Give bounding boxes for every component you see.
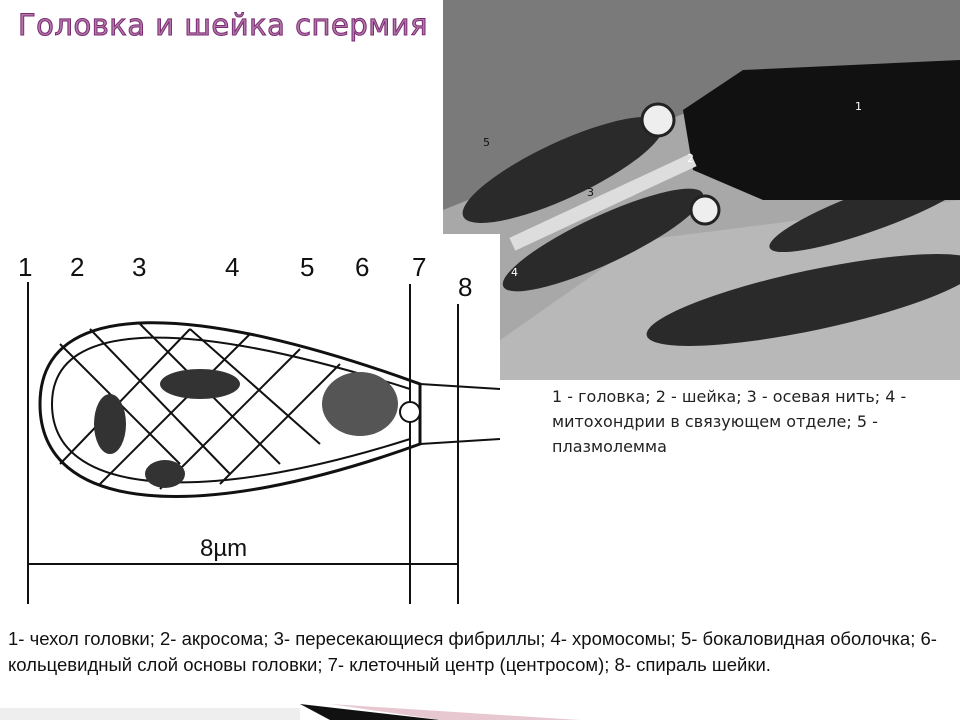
diagram-label-7: 7 — [412, 252, 426, 282]
diagram-label-6: 6 — [355, 252, 369, 282]
micro-label-1: 1 — [855, 100, 862, 113]
diagram-label-4: 4 — [225, 252, 239, 282]
micro-label-2: 2 — [687, 152, 694, 165]
diagram-label-2: 2 — [70, 252, 84, 282]
micro-label-5: 5 — [483, 136, 490, 149]
diagram-label-1: 1 — [18, 252, 32, 282]
micrograph-caption: 1 - головка; 2 - шейка; 3 - осевая нить;… — [552, 387, 907, 456]
micro-label-4: 4 — [511, 266, 518, 279]
diagram-caption: 1- чехол головки; 2- акросома; 3- пересе… — [8, 628, 937, 675]
electron-micrograph: 1 2 3 4 5 — [443, 0, 960, 380]
sperm-head-diagram: 1 2 3 4 5 6 7 8 8µm — [0, 234, 501, 614]
diagram-label-8: 8 — [458, 272, 472, 302]
diagram-label-5: 5 — [300, 252, 314, 282]
decorative-footer — [0, 704, 960, 720]
slide-title: Головка и шейка спермия — [18, 8, 428, 43]
micro-label-3: 3 — [587, 186, 594, 199]
diagram-label-3: 3 — [132, 252, 146, 282]
scale-label: 8µm — [200, 535, 247, 562]
